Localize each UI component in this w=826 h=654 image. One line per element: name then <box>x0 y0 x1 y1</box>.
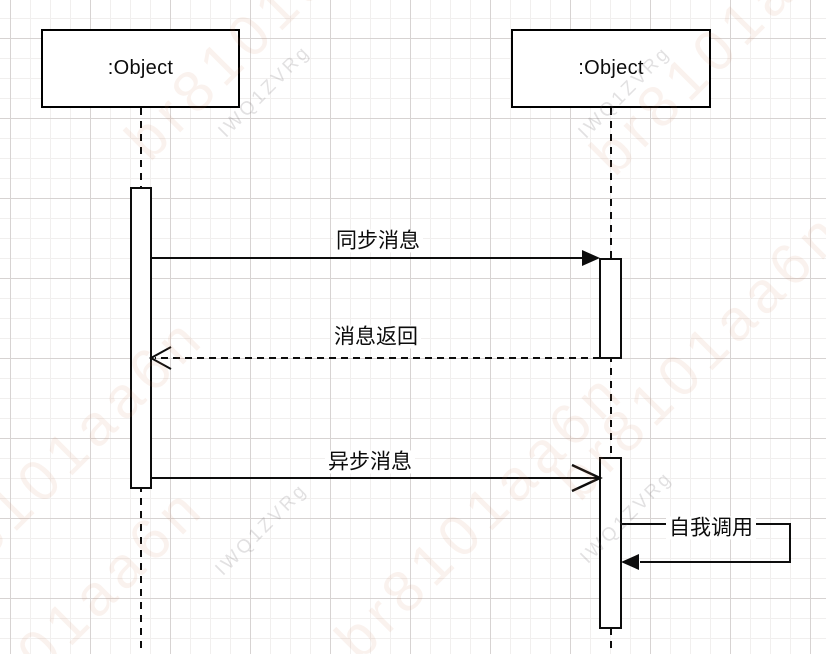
object-label-left: :Object <box>107 57 174 79</box>
return-message-label: 消息返回 <box>331 325 421 349</box>
object-box-left: :Object <box>41 29 240 108</box>
activation-bar-right-2 <box>599 457 622 629</box>
sync-message-label: 同步消息 <box>333 229 423 253</box>
object-label-right: :Object <box>578 57 644 79</box>
async-message-label: 异步消息 <box>325 450 415 474</box>
return-open-arrowhead-icon <box>148 346 172 370</box>
async-message-arrow <box>151 463 603 493</box>
object-box-right: :Object <box>511 29 711 108</box>
return-message-arrow <box>148 346 600 370</box>
self-call-message-label: 自我调用 <box>666 516 756 540</box>
async-open-arrowhead-icon <box>571 463 603 493</box>
activation-bar-left <box>130 187 152 489</box>
activation-bar-right-1 <box>599 258 622 359</box>
sync-message-arrow <box>151 250 600 266</box>
sync-arrowhead-icon <box>582 250 600 266</box>
self-call-arrowhead-icon <box>621 554 639 570</box>
